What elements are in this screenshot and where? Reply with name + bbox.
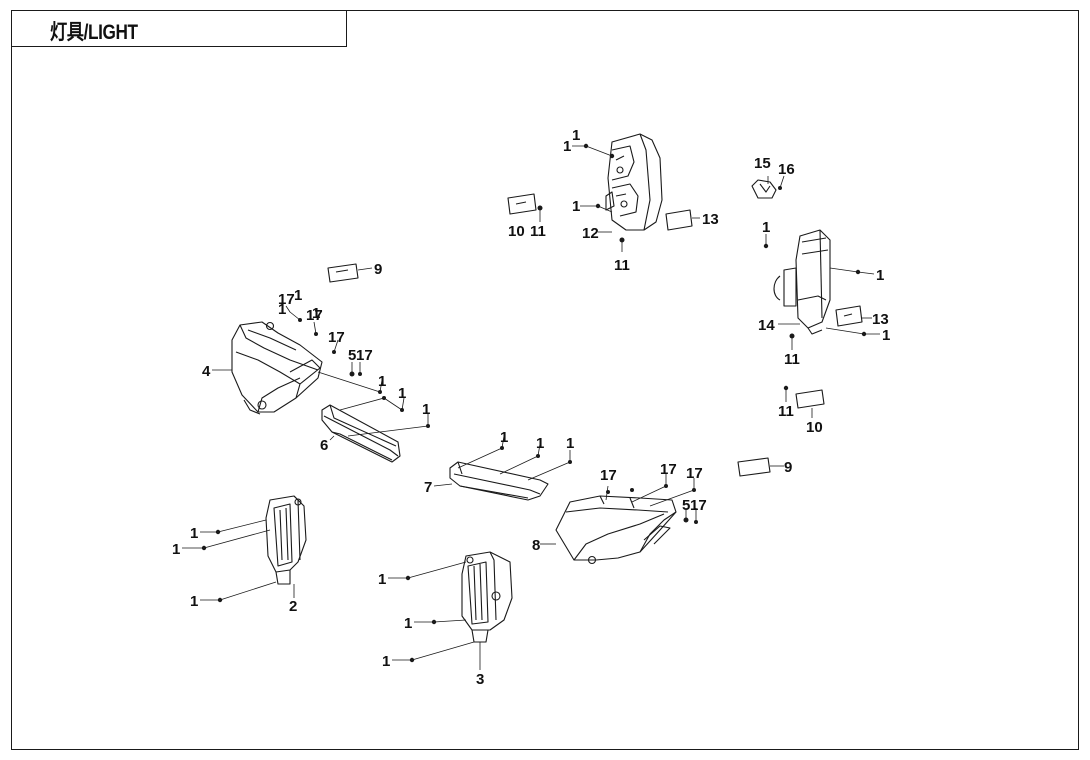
callout: 10: [806, 419, 823, 436]
part-9-reflector-upper: [327, 263, 359, 283]
drawing-frame: [11, 10, 1079, 750]
callout: 14: [758, 317, 775, 334]
callout: 17: [686, 465, 703, 482]
part-9-reflector-lower: [737, 457, 771, 477]
callout: 1: [572, 127, 580, 144]
callout: 17: [278, 291, 295, 308]
callout: 5: [348, 347, 356, 364]
leader-lines: [182, 145, 880, 670]
callout: 1: [278, 301, 286, 318]
part-8-right-headlight: [555, 495, 677, 565]
page-title: 灯具/LIGHT: [50, 21, 138, 44]
callout: 1: [382, 653, 390, 670]
callout-labels: 1 1 1 1 1 1 1 1 1 1 1 1 1 1 1 1 1 1 1 1 …: [172, 127, 890, 688]
title-block: 灯具/LIGHT: [11, 10, 347, 47]
callout: 16: [778, 161, 795, 178]
callout: 1: [762, 219, 770, 236]
callout: 1: [312, 305, 320, 322]
callout: 10: [508, 223, 525, 240]
callout: 17: [356, 347, 373, 364]
part-10-reflector-lower: [795, 389, 825, 409]
part-13-label-upper: [665, 209, 693, 231]
callout: 1: [398, 385, 406, 402]
callout: 5: [682, 497, 690, 514]
callout: 1: [172, 541, 180, 558]
part-3-right-turn-signal: [461, 551, 513, 643]
callout: 15: [754, 155, 771, 172]
part-2-left-turn-signal: [265, 495, 307, 585]
callout: 8: [532, 537, 540, 554]
callout: 1: [378, 571, 386, 588]
part-13-label-lower: [835, 305, 863, 327]
callout: 17: [660, 461, 677, 478]
callout: 1: [404, 615, 412, 632]
callout: 13: [872, 311, 889, 328]
callout: 13: [702, 211, 719, 228]
part-10-reflector-upper: [507, 193, 537, 215]
callout: 2: [289, 598, 297, 615]
callout: 1: [563, 138, 571, 155]
callout: 11: [614, 257, 630, 274]
part-7-center-light-bar: [449, 461, 549, 501]
callout: 1: [294, 287, 302, 304]
callout: 1: [536, 435, 544, 452]
callout: 11: [530, 223, 546, 240]
callout: 17: [690, 497, 707, 514]
part-4-left-headlight: [231, 321, 323, 415]
callout: 1: [190, 525, 198, 542]
callout: 11: [778, 403, 794, 420]
callout: 17: [328, 329, 345, 346]
callout: 17: [306, 307, 323, 324]
part-15-connector: [751, 179, 777, 199]
callout: 3: [476, 671, 484, 688]
callout: 12: [582, 225, 599, 242]
callout: 1: [572, 198, 580, 215]
callout: 11: [784, 351, 800, 368]
callout: 1: [882, 327, 890, 344]
part-12-tail-light-assembly: [605, 133, 663, 231]
callout: 1: [566, 435, 574, 452]
callout: 6: [320, 437, 328, 454]
callout: 17: [600, 467, 617, 484]
part-14-rear-light: [773, 229, 831, 335]
callout: 9: [784, 459, 792, 476]
callout: 1: [500, 429, 508, 446]
callout: 1: [378, 373, 386, 390]
callout: 1: [190, 593, 198, 610]
callout: 9: [374, 261, 382, 278]
callout: 1: [422, 401, 430, 418]
callout: 4: [202, 363, 211, 380]
part-6-left-light-bar: [321, 404, 401, 463]
callout: 1: [876, 267, 884, 284]
callout: 7: [424, 479, 432, 496]
